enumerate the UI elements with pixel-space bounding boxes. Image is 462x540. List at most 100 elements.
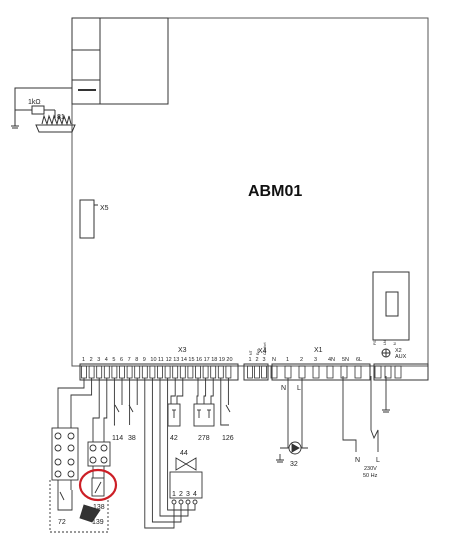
x3-terminal-8 (134, 365, 141, 379)
wire-x3-3 (92, 378, 100, 442)
x1-terminal-4 (326, 365, 334, 379)
x4-sub-label-3: Comfort (263, 343, 267, 355)
x3-terminal-18 (210, 365, 217, 379)
wire-278-a (196, 378, 199, 404)
x3-pin-label-2: 2 (90, 357, 93, 363)
x3-terminal-9 (141, 365, 148, 379)
x3-terminal-14 (179, 365, 186, 379)
x3-terminal-17 (202, 365, 209, 379)
wiring (57, 378, 303, 529)
x3-pin-label-5: 5 (112, 357, 115, 363)
label-139: 139 (92, 519, 104, 526)
x3-terminal-2 (88, 365, 95, 379)
x4-terminal-1 (247, 365, 253, 379)
x3-terminal-1 (81, 365, 87, 379)
x4-pin-label-3: 3 (263, 357, 266, 363)
x3-pin-label-4: 4 (105, 357, 108, 363)
switch-38 (128, 404, 134, 413)
label-supply-l: L (376, 457, 380, 464)
x3-pin-label-1: 1 (82, 357, 85, 363)
x1-pin-label-2: 2 (300, 357, 303, 363)
x3-pin-label-20: 20 (226, 357, 232, 363)
x3-pin-label-19: 19 (219, 357, 225, 363)
x4-pin-label-2: 2 (256, 357, 259, 363)
label-x4: X4 (258, 348, 267, 355)
x3-terminal-15 (187, 365, 194, 379)
x3-pin-label-15: 15 (188, 357, 194, 363)
label-x1-n: N (281, 385, 286, 392)
x1-pin-label-0: N (272, 357, 276, 363)
label-x5: X5 (100, 205, 109, 212)
x3-terminal-5 (111, 365, 118, 379)
terminal-block-72 (51, 427, 79, 481)
x3-pin-label-16: 16 (196, 357, 202, 363)
label-x3: X3 (178, 347, 187, 354)
wire-x3-2 (70, 378, 93, 428)
x3-terminal-4 (103, 365, 110, 379)
wire-42-a (170, 378, 176, 404)
sensor-81 (35, 114, 76, 133)
switch-114 (114, 404, 120, 413)
valve-44 (169, 457, 203, 505)
x2-terminal-0 (374, 365, 382, 379)
wire-valve-2 (151, 378, 182, 523)
x3-pin-label-8: 8 (135, 357, 138, 363)
wire-278-c (210, 378, 214, 404)
terminal-block-138 (87, 441, 111, 467)
label-x1: X1 (314, 347, 323, 354)
x3-pin-label-10: 10 (150, 357, 156, 363)
wire-valve-1 (144, 378, 175, 529)
aux-module (372, 271, 410, 341)
label-126: 126 (222, 435, 234, 442)
x2-pin-label-2: N (393, 342, 397, 345)
sensor-139 (79, 504, 101, 523)
label-44: 44 (180, 450, 188, 457)
label-x1-l: L (297, 385, 301, 392)
sensor-138 (91, 477, 105, 497)
label-aux: AUX (395, 354, 407, 360)
terminal-strip-x2 (373, 363, 429, 381)
x2-pin-label-0: FS (373, 340, 377, 345)
wire-x3-4 (103, 378, 108, 442)
x3-terminal-6 (119, 365, 125, 379)
highlight-circle (78, 468, 118, 502)
x1-pin-label-1: 1 (286, 357, 289, 363)
x4-terminal-3 (261, 365, 267, 379)
x1-terminal-3 (312, 365, 320, 379)
mains-supply (342, 376, 390, 452)
valve-pin-2: 2 (179, 491, 183, 498)
wire-valve-4 (167, 378, 196, 511)
label-81: 81 (57, 114, 65, 121)
wire-126-a (220, 378, 229, 426)
label-supply-voltage: 230V (364, 466, 377, 472)
x3-pin-label-6: 6 (120, 357, 123, 363)
x1-pin-label-3: 3 (314, 357, 317, 363)
x3-terminal-7 (126, 365, 133, 379)
label-114: 114 (112, 435, 123, 442)
x3-terminal-11 (157, 365, 163, 379)
wire-x3-1 (57, 378, 85, 428)
label-supply-n: N (355, 457, 360, 464)
x3-pin-label-17: 17 (204, 357, 210, 363)
x3-pin-label-12: 12 (166, 357, 172, 363)
x1-terminal-6 (354, 365, 362, 379)
terminal-strip-x3 (79, 363, 239, 381)
label-38: 38 (128, 435, 136, 442)
x3-pin-label-9: 9 (143, 357, 146, 363)
x1-terminal-1 (284, 365, 292, 379)
x1-pin-label-6: 6L (356, 357, 362, 363)
resistor-1kohm (31, 105, 45, 115)
x1-terminal-0 (270, 365, 278, 379)
label-32: 32 (290, 461, 298, 468)
sensor-278 (193, 403, 215, 427)
x3-terminal-10 (149, 365, 156, 379)
label-x2: X2 (395, 348, 402, 354)
display-module (71, 17, 169, 105)
x3-terminal-19 (217, 365, 224, 379)
label-42: 42 (170, 435, 178, 442)
valve-pin-1: 1 (172, 491, 176, 498)
label-resistor: 1kΩ (28, 99, 41, 106)
x4-pin-label-1: 1 (249, 357, 252, 363)
